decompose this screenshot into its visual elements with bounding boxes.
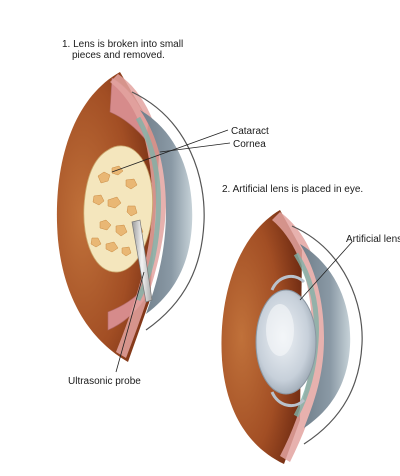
eye-1-cornea-outline	[131, 91, 205, 331]
eye-2-lens-haptic-top	[270, 274, 306, 291]
eye-2-lens-haptic-bottom	[270, 391, 306, 408]
label-ultrasonic-probe: Ultrasonic probe	[68, 376, 141, 387]
leader-probe	[115, 271, 145, 373]
eye-2-ciliary-band	[272, 212, 327, 462]
leader-artificial-lens	[299, 241, 353, 301]
eye-2-lens-highlight	[266, 304, 294, 356]
eye-1-anterior-chamber	[140, 110, 193, 314]
eye-1-cataract-fragments	[90, 165, 144, 257]
label-cornea: Cornea	[233, 139, 266, 150]
eye-2-illustration	[221, 210, 363, 464]
leader-cornea	[159, 142, 231, 153]
eye-2-anterior-chamber	[300, 244, 351, 428]
step-2-caption: 2. Artificial lens is placed in eye.	[222, 184, 364, 195]
eye-1-illustration	[56, 72, 231, 373]
label-artificial-lens: Artificial lens	[346, 234, 400, 245]
step-1-caption-line-1: 1. Lens is broken into small	[62, 39, 184, 50]
step-1-caption-line-2: pieces and removed.	[72, 50, 165, 61]
label-cataract: Cataract	[231, 126, 269, 137]
eye-2-cornea-outline	[291, 225, 363, 445]
eye-1-ultrasonic-probe[interactable]	[131, 219, 153, 303]
